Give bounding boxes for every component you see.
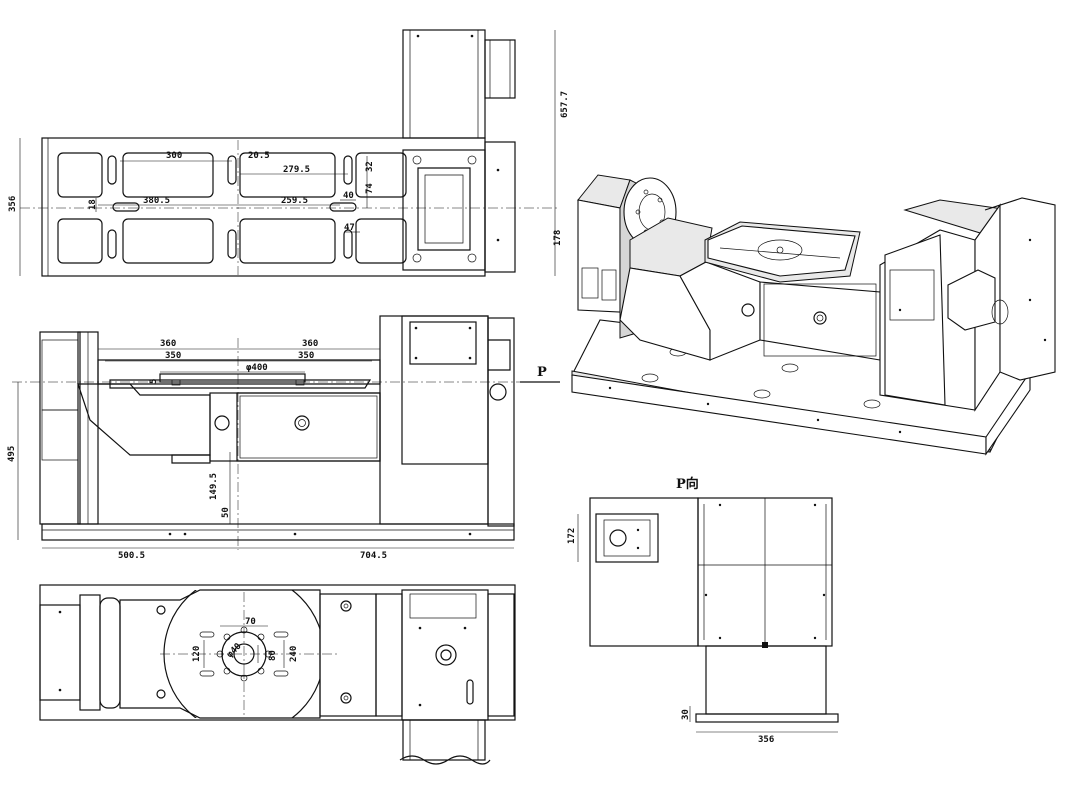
dim-120: 120: [192, 646, 202, 662]
dim-500-5: 500.5: [118, 551, 145, 561]
dim-32: 32: [365, 161, 375, 172]
dim-350-left: 350: [165, 351, 181, 361]
dim-704-5: 704.5: [360, 551, 387, 561]
plan-view: 70 120 240 φ40 80: [39, 584, 516, 765]
front-view: P 360 360 350 350 φ400 5 495 149.5 50 50…: [7, 315, 560, 561]
dim-350-right: 350: [298, 351, 314, 361]
dim-30: 30: [681, 709, 691, 720]
dim-20-5: 20.5: [248, 151, 270, 161]
dim-356-p: 356: [758, 735, 774, 745]
dim-172: 172: [567, 528, 577, 544]
dim-47: 47: [344, 223, 355, 233]
dim-50: 50: [221, 507, 231, 518]
dim-300: 300: [166, 151, 182, 161]
dim-240: 240: [289, 646, 299, 662]
dim-149-5: 149.5: [209, 473, 219, 500]
dim-495: 495: [7, 446, 17, 462]
dim-18: 18: [88, 199, 98, 210]
view-arrow-p: P: [537, 365, 547, 380]
dim-40: 40: [343, 191, 354, 201]
dim-phi400: φ400: [246, 363, 268, 373]
p-view-title: P向: [676, 476, 699, 492]
dim-380-5: 380.5: [143, 196, 170, 206]
dim-279-5: 279.5: [283, 165, 310, 175]
dim-657-7: 657.7: [560, 91, 570, 118]
dim-360-right: 360: [302, 339, 318, 349]
dim-5: 5: [149, 379, 159, 384]
isometric-view: [571, 174, 1056, 456]
dim-74: 74: [365, 183, 375, 194]
dim-70: 70: [245, 617, 256, 627]
dim-80: 80: [268, 650, 278, 661]
dim-259-5: 259.5: [281, 196, 308, 206]
dim-178: 178: [553, 230, 563, 246]
top-view: 657.7 356 178 300 20.5 279.5 380.5 259.5…: [8, 29, 570, 277]
dim-360-left: 360: [160, 339, 176, 349]
p-view: P向 172 30 356: [567, 476, 839, 745]
dim-356-top: 356: [8, 196, 18, 212]
